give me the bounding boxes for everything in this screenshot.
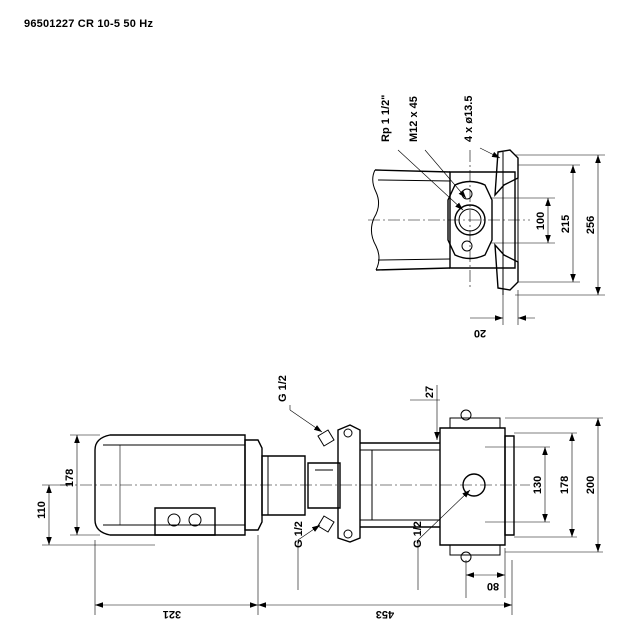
dim-178-left: 178: [64, 469, 76, 487]
top-view: Rp 1 1/2" M12 x 45 4 x ø13.5 100 215 256…: [368, 95, 605, 339]
dim-453: 453: [376, 608, 394, 620]
dim-256: 256: [585, 216, 597, 234]
label-g-half-bottom-right: G 1/2: [412, 521, 424, 548]
dim-215: 215: [560, 215, 572, 233]
dim-100: 100: [535, 212, 547, 230]
dim-321: 321: [163, 608, 181, 620]
dim-80: 80: [487, 580, 499, 592]
label-holes: 4 x ø13.5: [463, 96, 475, 142]
drawing-title: 96501227 CR 10-5 50 Hz: [24, 18, 154, 30]
dim-27: 27: [424, 386, 436, 398]
dim-130: 130: [532, 476, 544, 494]
label-rp-thread: Rp 1 1/2": [380, 95, 392, 142]
dim-110: 110: [36, 501, 48, 519]
label-m12-bolt: M12 x 45: [408, 96, 420, 142]
dim-200: 200: [585, 476, 597, 494]
dim-20: 20: [474, 327, 486, 339]
label-g-half-top: G 1/2: [277, 375, 289, 402]
label-g-half-bottom-left: G 1/2: [293, 521, 305, 548]
side-view: G 1/2 G 1/2 G 1/2 178 110 27 130 178 200…: [36, 375, 603, 620]
dim-178-right: 178: [559, 476, 571, 494]
